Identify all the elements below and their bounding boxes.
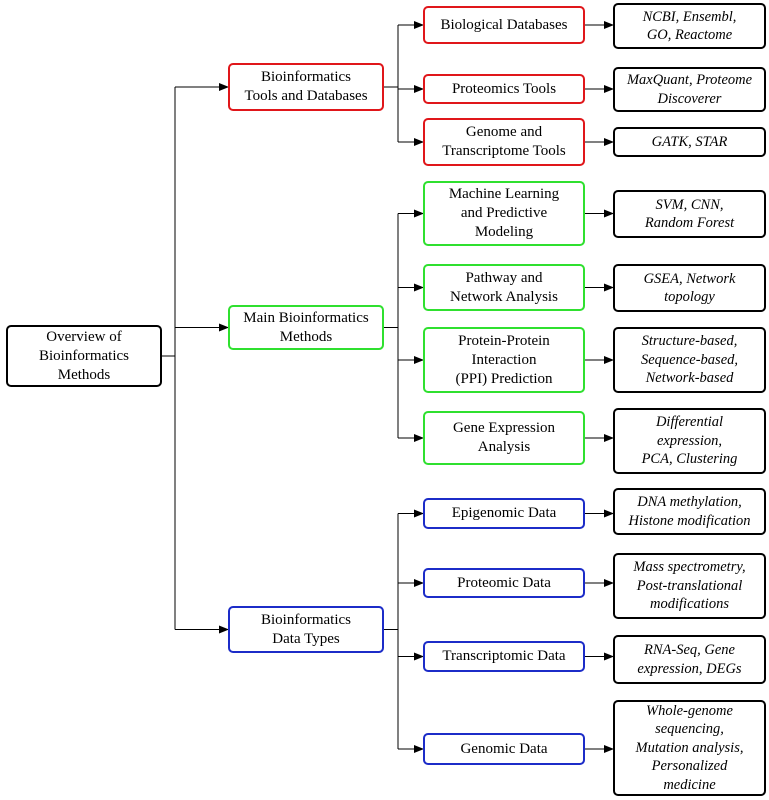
examples-label: DNA methylation, Histone modification [628, 494, 751, 529]
examples-genome-transcriptome-tools: GATK, STAR [613, 127, 766, 157]
examples-label: RNA-Seq, Gene expression, DEGs [637, 642, 742, 677]
examples-proteomic: Mass spectrometry, Post-translational mo… [613, 553, 766, 619]
root-node: Overview of Bioinformatics Methods [6, 325, 162, 387]
examples-label: Whole-genome sequencing, Mutation analys… [635, 702, 744, 793]
root-label: Overview of Bioinformatics Methods [39, 328, 129, 383]
examples-label: MaxQuant, Proteome Discoverer [626, 72, 753, 107]
method-label: Machine Learning and Predictive Modeling [448, 186, 560, 240]
method-proteomics-tools: Proteomics Tools [423, 74, 585, 104]
examples-proteomics-tools: MaxQuant, Proteome Discoverer [613, 67, 766, 112]
data-type-epigenomic: Epigenomic Data [423, 498, 585, 529]
method-pathway-network-analysis: Pathway and Network Analysis [423, 264, 585, 311]
category-label: Bioinformatics Tools and Databases [244, 69, 368, 104]
method-label: Epigenomic Data [451, 505, 557, 521]
examples-label: Differential expression, PCA, Clustering [641, 414, 738, 468]
method-biological-databases: Biological Databases [423, 6, 585, 44]
data-type-proteomic: Proteomic Data [423, 568, 585, 598]
data-type-transcriptomic: Transcriptomic Data [423, 641, 585, 672]
examples-genomic: Whole-genome sequencing, Mutation analys… [613, 700, 766, 796]
examples-epigenomic: DNA methylation, Histone modification [613, 488, 766, 535]
category-main-methods: Main Bioinformatics Methods [228, 305, 384, 350]
method-genome-transcriptome-tools: Genome and Transcriptome Tools [423, 118, 585, 166]
method-ppi-prediction: Protein-Protein Interaction (PPI) Predic… [423, 327, 585, 393]
category-tools-and-databases: Bioinformatics Tools and Databases [228, 63, 384, 111]
examples-pathway-network-analysis: GSEA, Network topology [613, 264, 766, 312]
method-label: Protein-Protein Interaction (PPI) Predic… [455, 332, 553, 387]
method-label: Genomic Data [460, 740, 548, 757]
method-label: Proteomics Tools [451, 80, 557, 97]
method-label: Proteomic Data [457, 574, 551, 591]
method-label: Pathway and Network Analysis [450, 269, 558, 305]
data-type-genomic: Genomic Data [423, 733, 585, 765]
category-data-types: Bioinformatics Data Types [228, 606, 384, 653]
category-label: Main Bioinformatics Methods [243, 309, 369, 345]
method-label: Biological Databases [440, 16, 568, 33]
examples-label: Mass spectrometry, Post-translational mo… [633, 559, 746, 613]
examples-label: GATK, STAR [651, 133, 728, 150]
examples-label: SVM, CNN, Random Forest [644, 196, 735, 232]
examples-biological-databases: NCBI, Ensembl, GO, Reactome [613, 3, 766, 49]
examples-machine-learning: SVM, CNN, Random Forest [613, 190, 766, 238]
method-gene-expression-analysis: Gene Expression Analysis [423, 411, 585, 465]
method-label: Gene Expression Analysis [452, 420, 556, 455]
examples-gene-expression-analysis: Differential expression, PCA, Clustering [613, 408, 766, 474]
examples-label: NCBI, Ensembl, GO, Reactome [642, 8, 737, 44]
examples-transcriptomic: RNA-Seq, Gene expression, DEGs [613, 635, 766, 684]
method-machine-learning: Machine Learning and Predictive Modeling [423, 181, 585, 246]
examples-label: GSEA, Network topology [643, 270, 736, 306]
examples-ppi-prediction: Structure-based, Sequence-based, Network… [613, 327, 766, 393]
method-label: Transcriptomic Data [442, 648, 566, 664]
category-label: Bioinformatics Data Types [261, 611, 351, 647]
examples-label: Structure-based, Sequence-based, Network… [640, 333, 739, 387]
method-label: Genome and Transcriptome Tools [442, 124, 566, 159]
